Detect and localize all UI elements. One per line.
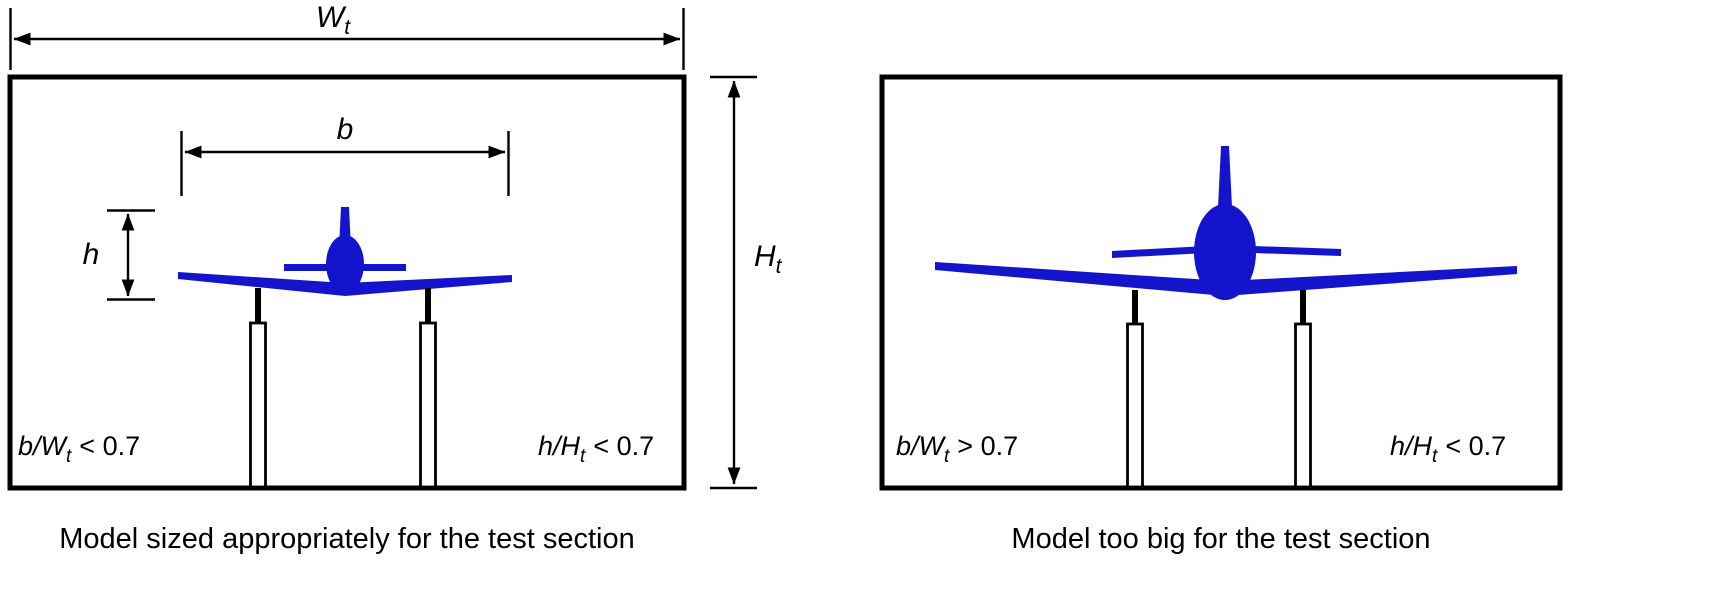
wing	[178, 272, 512, 296]
right-height-condition: h/Ht< 0.7	[1390, 431, 1506, 467]
strut-rod-right	[425, 288, 431, 324]
support-strut-left	[249, 321, 267, 489]
support-strut-left	[1126, 322, 1144, 489]
vertical-fin	[1218, 146, 1232, 207]
h-dimension-arrow: h	[83, 209, 155, 301]
wt-dimension-arrow: Wt	[9, 1, 685, 70]
h-label: h	[83, 238, 100, 271]
left-span-condition: b/Wt< 0.7	[18, 431, 140, 467]
aircraft-model-small	[178, 207, 512, 489]
strut-rod-left	[255, 288, 261, 324]
left-height-condition: h/Ht< 0.7	[538, 431, 654, 467]
right-caption: Model too big for the test section	[1011, 523, 1430, 555]
right-panel: b/Wt> 0.7 h/Ht< 0.7 Model too big for th…	[879, 74, 1563, 555]
strut-rod-left	[1132, 290, 1138, 326]
left-panel: Wt b h Ht	[7, 1, 783, 555]
b-label: b	[337, 113, 354, 146]
fuselage	[326, 235, 364, 293]
left-caption: Model sized appropriately for the test s…	[59, 523, 634, 555]
ht-label: Ht	[754, 240, 783, 278]
support-strut-right	[419, 321, 437, 489]
right-span-condition: b/Wt> 0.7	[896, 431, 1018, 467]
ht-dimension-arrow: Ht	[710, 75, 783, 490]
fuselage	[1194, 204, 1256, 300]
wt-label: Wt	[316, 1, 351, 39]
strut-rod-right	[1300, 290, 1306, 326]
support-strut-right	[1294, 322, 1312, 489]
b-dimension-arrow: b	[180, 113, 510, 196]
aircraft-model-large	[935, 146, 1517, 489]
wing	[935, 262, 1517, 296]
